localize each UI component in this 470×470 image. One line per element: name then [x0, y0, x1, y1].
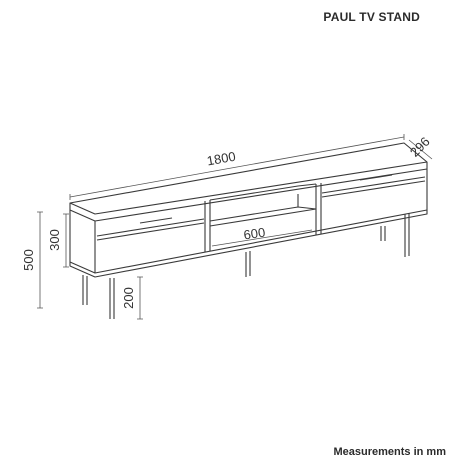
stand-front-face — [94, 169, 428, 274]
leg-back-right — [380, 226, 386, 241]
height-label: 500 — [21, 249, 36, 271]
product-title: PAUL TV STAND — [323, 10, 420, 24]
depth-dimension-line — [408, 139, 433, 160]
leg-height-label: 200 — [121, 287, 136, 309]
leg-front-left — [82, 275, 88, 305]
width-dimension-line — [69, 136, 405, 198]
body-height-label: 300 — [47, 229, 62, 251]
right-drawer-handle — [359, 174, 393, 181]
right-drawer-bottom-line — [321, 180, 426, 198]
left-drawer-bottom-line — [96, 222, 205, 241]
left-drawer-handle — [139, 217, 173, 224]
shelf-width-label: 600 — [243, 225, 267, 243]
middle-shelf — [209, 208, 317, 227]
stand-bottom-board — [69, 210, 428, 278]
leg-front-right — [404, 213, 410, 257]
width-label: 1800 — [206, 149, 237, 169]
shelf-width-dimension-line — [211, 229, 313, 247]
right-drawer-top — [321, 176, 426, 194]
leg-front-left-2 — [109, 278, 115, 319]
leg-middle — [245, 251, 251, 277]
stand-top-surface — [69, 142, 428, 215]
left-drawer-top — [96, 218, 205, 237]
depth-label: 296 — [407, 134, 433, 160]
measurement-note: Measurements in mm — [333, 446, 446, 458]
